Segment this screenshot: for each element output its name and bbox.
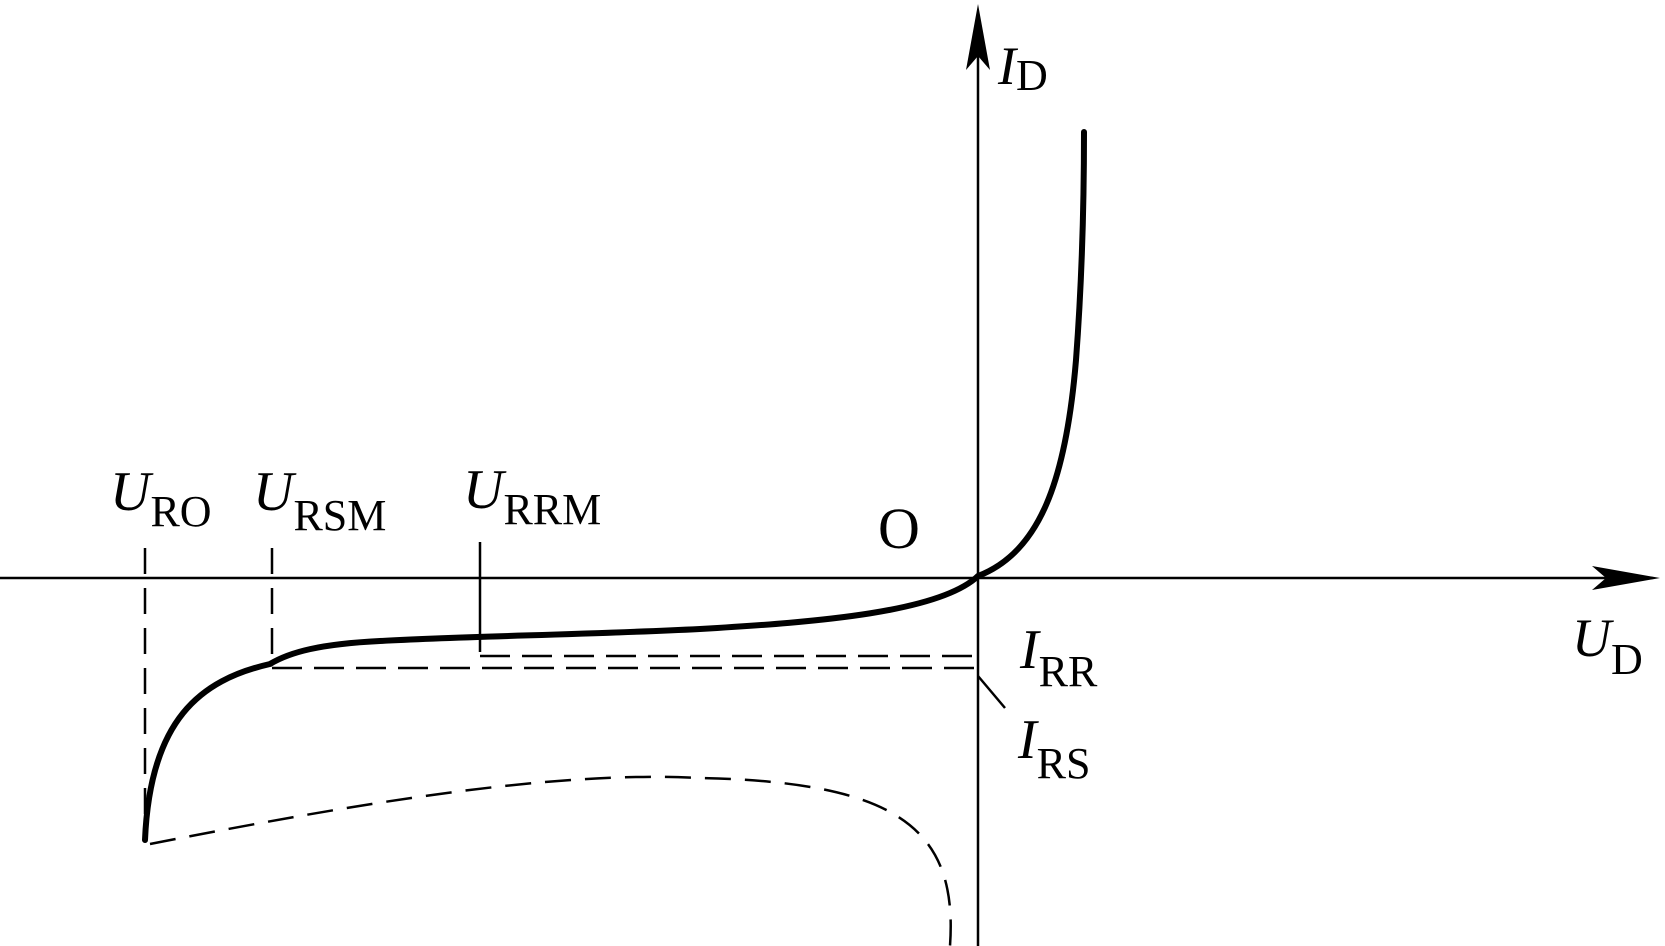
u-rsm-symbol: U: [253, 461, 297, 523]
forward-characteristic-curve: [975, 129, 1087, 579]
x-axis-symbol: U: [1572, 608, 1614, 668]
u-rrm-symbol: U: [463, 459, 507, 521]
y-axis-arrow-icon: [966, 4, 990, 70]
i-rr-symbol: I: [1019, 619, 1041, 681]
y-axis-symbol: I: [997, 36, 1019, 96]
u-ro-subscript: RO: [150, 487, 211, 536]
x-axis-subscript: D: [1611, 635, 1643, 684]
i-rs-leader-line: [977, 675, 1006, 709]
u-rsm-subscript: RSM: [293, 491, 386, 540]
origin-label: O: [878, 496, 920, 561]
u-ro-symbol: U: [110, 461, 154, 523]
y-axis-label: ID: [997, 36, 1048, 100]
u-rsm-label: URSM: [253, 461, 386, 540]
y-axis-subscript: D: [1016, 51, 1048, 100]
u-rrm-subscript: RRM: [503, 485, 601, 534]
i-rs-symbol: I: [1017, 709, 1039, 771]
i-rs-label: IRS: [1017, 709, 1090, 788]
x-axis-label: UD: [1572, 608, 1643, 684]
i-rr-subscript: RR: [1039, 647, 1098, 696]
reverse-characteristic-curve: [142, 573, 981, 843]
surge-envelope-dashed-curve: [149, 775, 952, 946]
i-rr-label: IRR: [1019, 619, 1098, 696]
x-axis-arrow-icon: [1592, 566, 1660, 590]
i-rs-subscript: RS: [1037, 739, 1091, 788]
u-rrm-label: URRM: [463, 459, 601, 534]
u-ro-label: URO: [110, 461, 212, 536]
